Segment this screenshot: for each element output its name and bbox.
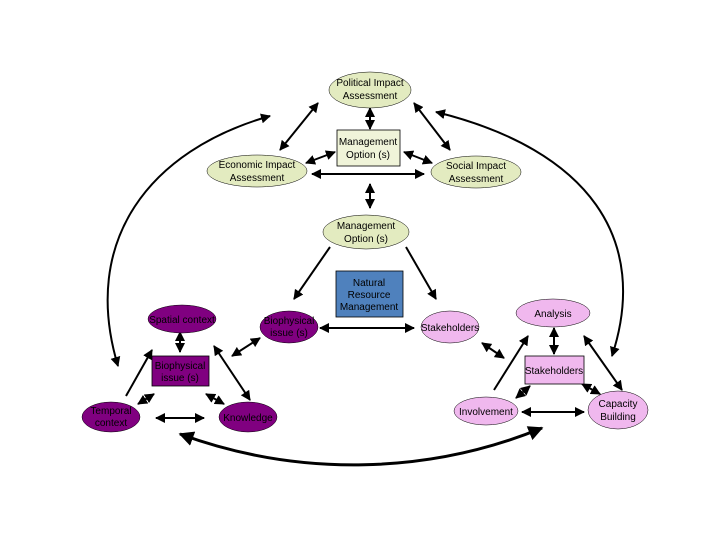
political-label-line-2: Assessment	[343, 91, 398, 102]
edge-involvement-analysis	[493, 335, 529, 391]
biophysical-center-label-line-2: issue (s)	[270, 328, 308, 339]
edge-biophysical-left-knowledge	[205, 393, 225, 405]
economic-label-line-2: Assessment	[230, 173, 285, 184]
temporal-label-line-1: Temporal	[90, 406, 131, 417]
edge-biophysical-left-temporal	[137, 393, 155, 405]
biophysical-left-label-line-2: issue (s)	[161, 373, 199, 384]
social-label-line-2: Assessment	[449, 174, 504, 185]
node-stakeholders-center: Stakeholders	[420, 310, 480, 344]
node-social-impact-assessment: Social Impact Assessment	[430, 155, 522, 189]
edge-stakeholders-center-stakeholders-right	[481, 342, 505, 359]
edge-political-economic	[279, 102, 319, 151]
edge-political-social	[413, 102, 451, 151]
edge-management-mid-stakeholders-center	[405, 246, 437, 300]
node-natural-resource-management: Natural Resource Management	[335, 270, 404, 318]
edge-biophysical-center-biophysical-left	[231, 337, 261, 357]
node-spatial-context: Spatial context	[147, 304, 217, 334]
edge-curve-right	[435, 109, 625, 357]
spatial-label: Spatial context	[149, 315, 215, 326]
management-mid-label-line-1: Management	[337, 221, 396, 232]
node-management-option-mid: Management Option (s)	[322, 214, 410, 250]
stakeholders-center-label: Stakeholders	[421, 323, 479, 334]
edge-management-top-economic	[305, 150, 336, 165]
node-biophysical-issue-left: Biophysical issue (s)	[151, 355, 210, 387]
management-top-label-line-2: Option (s)	[346, 150, 390, 161]
nrm-label-line-1: Natural	[353, 278, 385, 289]
capacity-label-line-1: Capacity	[599, 399, 638, 410]
node-political-impact-assessment: Political Impact Assessment	[328, 71, 412, 109]
node-biophysical-issue-center: Biophysical issue (s)	[259, 310, 319, 344]
nrm-label-line-2: Resource	[348, 290, 391, 301]
node-knowledge: Knowledge	[218, 401, 278, 433]
node-analysis: Analysis	[515, 298, 591, 328]
stakeholders-right-label: Stakeholders	[525, 366, 583, 377]
node-capacity-building: Capacity Building	[587, 390, 649, 430]
economic-label-line-1: Economic Impact	[219, 160, 296, 171]
edge-spatial-knowledge	[213, 345, 251, 401]
edge-curve-left	[106, 113, 271, 367]
node-management-option-top: Management Option (s)	[336, 129, 401, 167]
node-stakeholders-right: Stakeholders	[524, 355, 585, 385]
node-economic-impact-assessment: Economic Impact Assessment	[206, 154, 308, 188]
edge-stakeholders-right-capacity	[581, 383, 601, 395]
node-temporal-context: Temporal context	[81, 401, 141, 433]
social-label-line-1: Social Impact	[446, 161, 506, 172]
edge-management-top-social	[403, 150, 433, 165]
edge-management-mid-biophysical-center	[293, 246, 331, 300]
analysis-label: Analysis	[534, 309, 571, 320]
edge-stakeholders-right-involvement	[515, 385, 531, 399]
temporal-label-line-2: context	[95, 418, 127, 429]
knowledge-label: Knowledge	[223, 413, 273, 424]
political-label-line-1: Political Impact	[336, 78, 403, 89]
biophysical-left-label-line-1: Biophysical	[155, 361, 206, 372]
edge-curve-bottom	[178, 426, 544, 467]
management-top-label-line-1: Management	[339, 137, 398, 148]
node-involvement: Involvement	[453, 396, 519, 426]
biophysical-center-label-line-1: Biophysical	[264, 316, 315, 327]
management-mid-label-line-2: Option (s)	[344, 234, 388, 245]
edge-temporal-spatial	[125, 349, 153, 397]
edges	[106, 102, 625, 467]
capacity-label-line-2: Building	[600, 412, 636, 423]
involvement-label: Involvement	[459, 407, 513, 418]
nrm-label-line-3: Management	[340, 302, 399, 313]
